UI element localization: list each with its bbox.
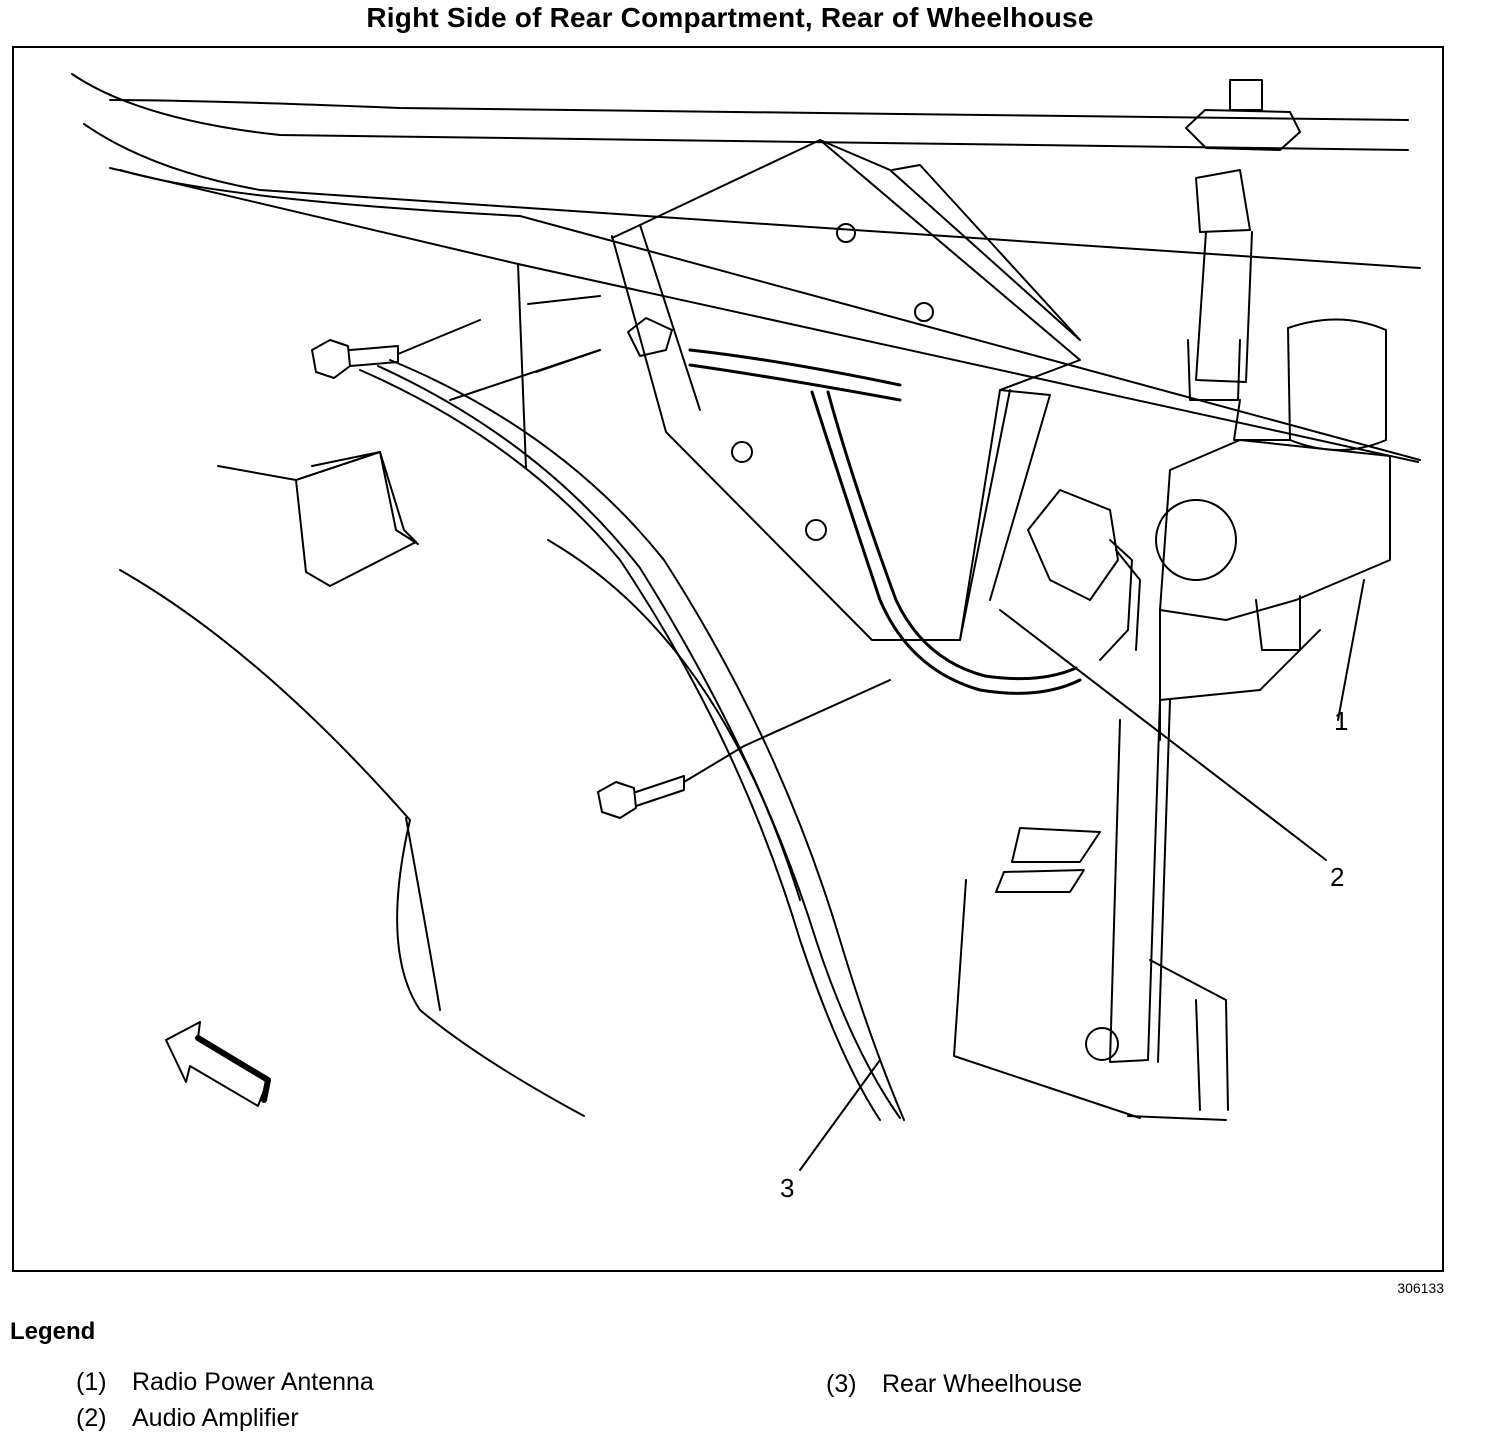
callout-2: 2: [1330, 862, 1344, 892]
legend-heading: Legend: [10, 1318, 96, 1345]
page-title: Right Side of Rear Compartment, Rear of …: [366, 2, 1094, 33]
callout-1: 1: [1334, 706, 1348, 736]
amplifier-connector: [1027, 489, 1141, 661]
legend-number: (3): [826, 1370, 857, 1398]
legend-number: (1): [76, 1368, 107, 1396]
figure-id: 306133: [1397, 1280, 1444, 1296]
legend-label: Audio Amplifier: [132, 1404, 299, 1432]
bolt-upper: [311, 319, 481, 379]
bolt-lower: [597, 679, 891, 819]
radio-power-antenna: [1155, 79, 1391, 741]
antenna-strap: [953, 629, 1321, 1119]
mounting-bracket: [449, 263, 601, 469]
callout-leaders: [799, 579, 1365, 1171]
legend-label: Rear Wheelhouse: [882, 1370, 1083, 1398]
legend-item-3: (3) Rear Wheelhouse: [826, 1370, 1082, 1399]
wiring-harness: [688, 348, 1082, 695]
legend-item-1: (1) Radio Power Antenna: [76, 1368, 374, 1397]
illustration-frame: [12, 46, 1444, 1272]
forward-arrow-icon: [165, 1021, 271, 1107]
callout-3: 3: [780, 1173, 794, 1203]
rear-wheelhouse: [119, 359, 1227, 1121]
rear-deck-outline: [71, 73, 1421, 463]
left-bracket: [217, 451, 419, 587]
legend-label: Radio Power Antenna: [132, 1368, 374, 1396]
audio-amplifier: [611, 139, 1081, 641]
legend-item-2: (2) Audio Amplifier: [76, 1404, 299, 1433]
legend-number: (2): [76, 1404, 107, 1432]
